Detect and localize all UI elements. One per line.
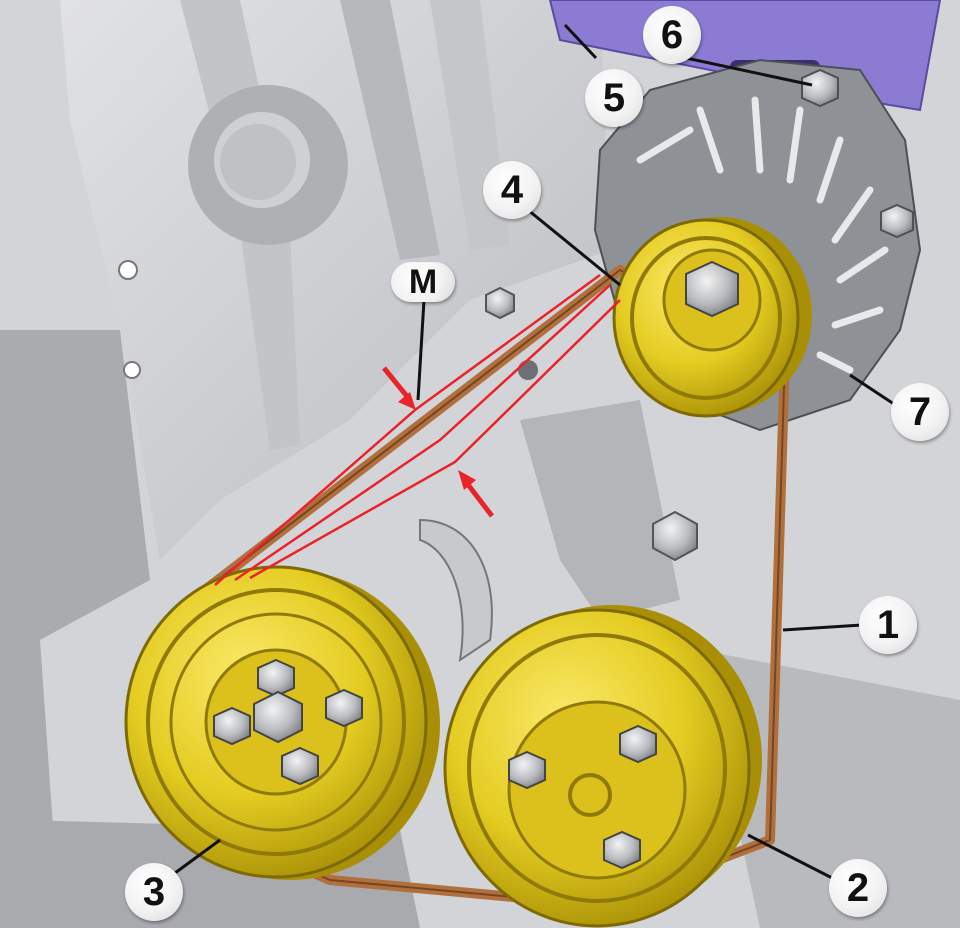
arrow-icon	[458, 470, 494, 518]
callout-belt: 1	[859, 596, 917, 654]
callout-alternator: 7	[891, 383, 949, 441]
water-pump-pulley	[443, 605, 762, 928]
callout-measure-point: M	[391, 262, 455, 302]
crankshaft-pulley	[124, 565, 440, 880]
tension-bolt	[801, 68, 914, 239]
alternator-pulley	[612, 217, 812, 418]
callout-crank-pulley: 3	[125, 863, 183, 921]
arrow-icon	[382, 366, 416, 410]
deflection-measurement	[214, 273, 621, 586]
callout-pump-pulley: 2	[829, 859, 887, 917]
callout-alternator-pulley: 4	[483, 161, 541, 219]
callout-tension-bar: 5	[585, 69, 643, 127]
callout-tension-bolt: 6	[643, 6, 701, 64]
